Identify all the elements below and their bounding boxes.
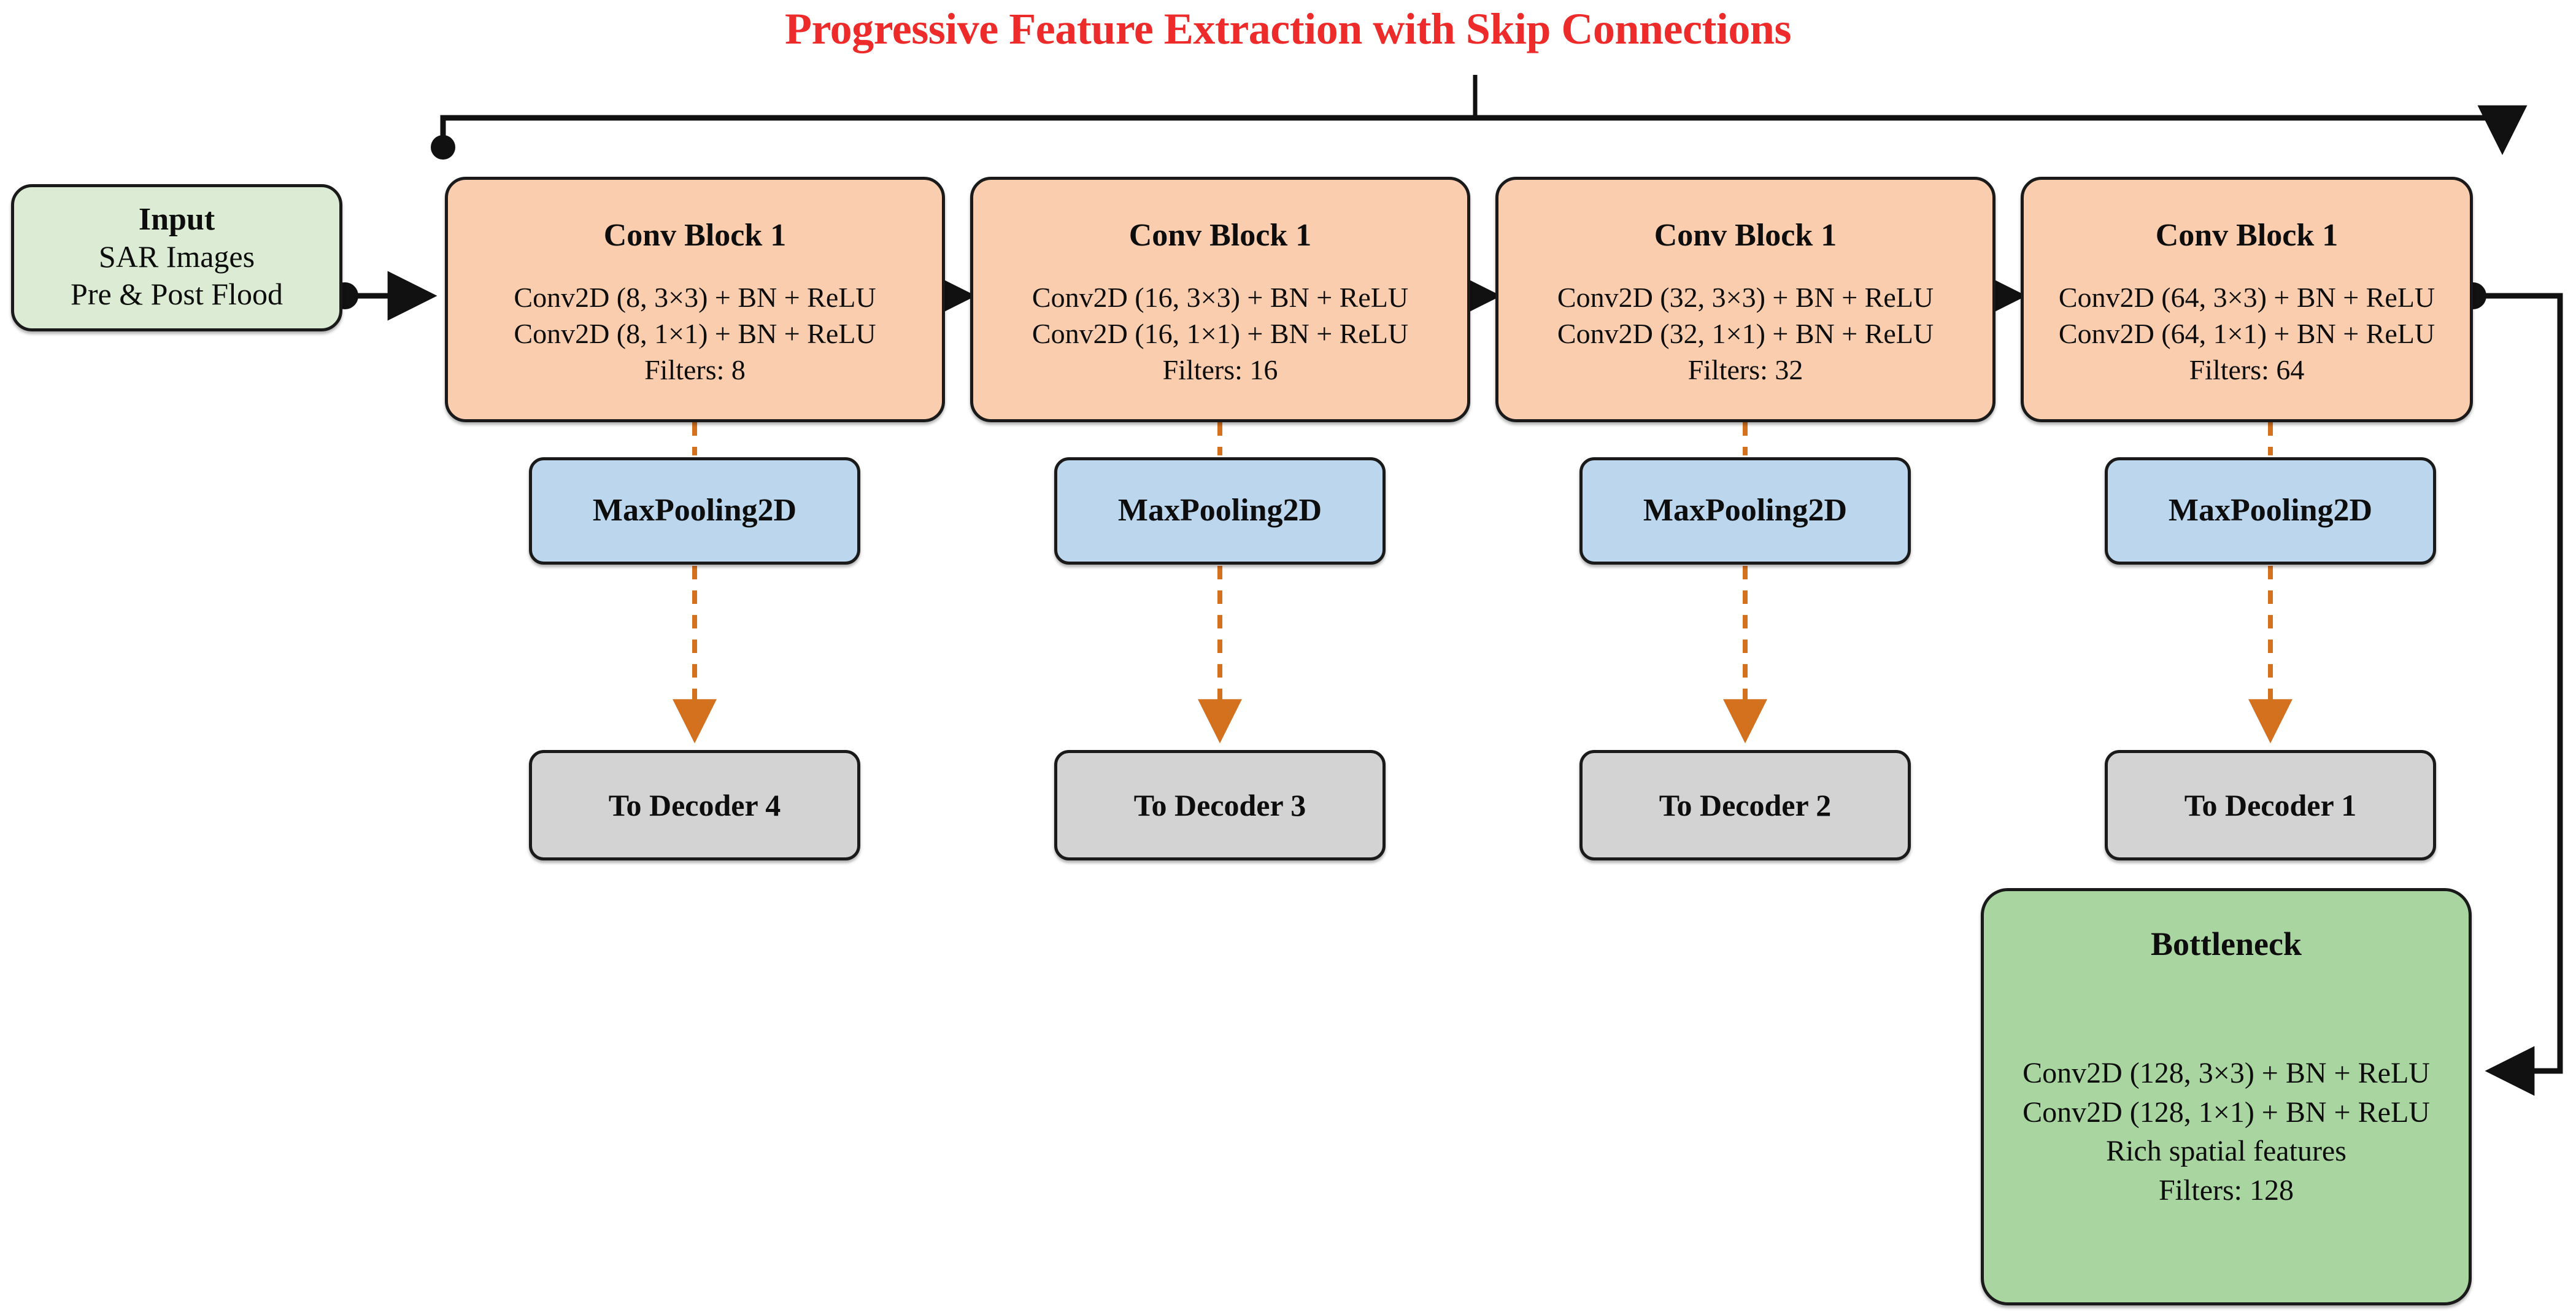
skip-connection-rail [431,75,2528,160]
bottleneck-line-3: Rich spatial features [2106,1135,2347,1168]
conv-block-3-line-1: Conv2D (32, 3×3) + BN + ReLU [1557,281,1934,313]
to-decoder-1-label: To Decoder 1 [2184,787,2357,822]
maxpool-block-2[interactable]: MaxPooling2D [1054,457,1386,565]
to-decoder-3-node[interactable]: To Decoder 3 [1054,750,1386,860]
to-decoder-4-node[interactable]: To Decoder 4 [529,750,860,860]
maxpool-block-1[interactable]: MaxPooling2D [529,457,860,565]
input-line-1: SAR Images [98,239,255,274]
conv-block-1-line-1: Conv2D (8, 3×3) + BN + ReLU [514,281,876,313]
conv-block-3-line-2: Conv2D (32, 1×1) + BN + ReLU [1557,317,1934,349]
conv-block-2[interactable]: Conv Block 1 Conv2D (16, 3×3) + BN + ReL… [970,177,1470,422]
conv-block-4-line-2: Conv2D (64, 1×1) + BN + ReLU [2058,317,2435,349]
bottleneck-line-2: Conv2D (128, 1×1) + BN + ReLU [2023,1096,2430,1129]
conv-block-1[interactable]: Conv Block 1 Conv2D (8, 3×3) + BN + ReLU… [445,177,945,422]
maxpool-block-1-label: MaxPooling2D [592,493,797,528]
maxpool-block-3[interactable]: MaxPooling2D [1579,457,1911,565]
arrow-conv4-to-bottleneck [2459,282,2563,1096]
conv-block-3-title: Conv Block 1 [1654,218,1837,253]
to-decoder-4-label: To Decoder 4 [608,787,781,822]
bottleneck-line-1: Conv2D (128, 3×3) + BN + ReLU [2023,1056,2430,1089]
to-decoder-1-node[interactable]: To Decoder 1 [2105,750,2436,860]
bottleneck-filters: Filters: 128 [2158,1174,2294,1207]
input-node[interactable]: Input SAR Images Pre & Post Flood [11,184,342,331]
maxpool-block-4[interactable]: MaxPooling2D [2105,457,2436,565]
arrow-input-to-conv1 [331,271,438,321]
to-decoder-2-label: To Decoder 2 [1659,787,1832,822]
conv-block-1-title: Conv Block 1 [603,218,787,253]
conv-block-1-line-2: Conv2D (8, 1×1) + BN + ReLU [514,317,876,349]
bottleneck-node[interactable]: Bottleneck Conv2D (128, 3×3) + BN + ReLU… [1981,888,2472,1305]
diagram-title: Progressive Feature Extraction with Skip… [785,4,1791,53]
conv-block-4[interactable]: Conv Block 1 Conv2D (64, 3×3) + BN + ReL… [2021,177,2473,422]
conv-block-2-title: Conv Block 1 [1128,218,1312,253]
conv-block-2-line-2: Conv2D (16, 1×1) + BN + ReLU [1032,317,1409,349]
conv-block-4-filters: Filters: 64 [2189,354,2305,385]
bottleneck-title: Bottleneck [2151,926,2302,962]
conv-block-1-filters: Filters: 8 [644,354,746,385]
maxpool-block-3-label: MaxPooling2D [1643,493,1848,528]
conv-block-2-line-1: Conv2D (16, 3×3) + BN + ReLU [1032,281,1409,313]
conv-block-4-line-1: Conv2D (64, 3×3) + BN + ReLU [2058,281,2435,313]
maxpool-block-4-label: MaxPooling2D [2168,493,2373,528]
conv-block-2-filters: Filters: 16 [1162,354,1278,385]
to-decoder-3-label: To Decoder 3 [1133,787,1306,822]
conv-block-3-filters: Filters: 32 [1687,354,1803,385]
to-decoder-2-node[interactable]: To Decoder 2 [1579,750,1911,860]
conv-block-3[interactable]: Conv Block 1 Conv2D (32, 3×3) + BN + ReL… [1495,177,1996,422]
input-line-2: Pre & Post Flood [71,277,283,312]
maxpool-block-2-label: MaxPooling2D [1117,493,1322,528]
input-title: Input [138,201,215,237]
conv-block-4-title: Conv Block 1 [2155,218,2339,253]
